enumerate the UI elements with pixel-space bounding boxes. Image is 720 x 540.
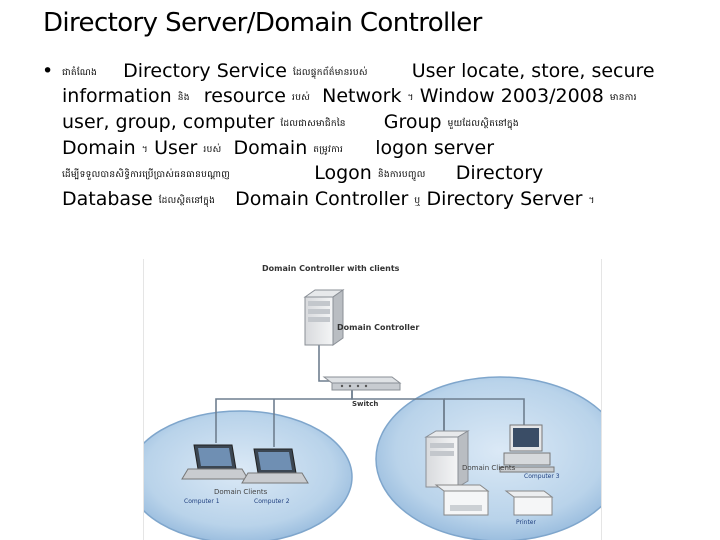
client-desktop-computer xyxy=(499,424,555,473)
label-computer-1: Computer 1 xyxy=(184,498,220,505)
laptop-computer-2 xyxy=(241,448,309,484)
term-directory-service: Directory Service xyxy=(123,60,287,82)
term-user-locate: User locate, store, secure xyxy=(411,60,655,82)
client-tower-computer xyxy=(424,430,470,488)
domain-controller-server xyxy=(303,289,345,346)
khmer-text: របស់ xyxy=(292,93,311,103)
khmer-text: និងការបញ្ចូល xyxy=(377,170,426,180)
khmer-punct: ។ xyxy=(588,196,595,206)
slide-title: Directory Server/Domain Controller xyxy=(43,8,482,38)
bullet-marker: • xyxy=(42,60,54,82)
khmer-text: ដែលផ្ទុកព័ត៌មានរបស់ xyxy=(292,68,368,78)
term-domain: Domain xyxy=(62,137,136,159)
khmer-text: ជាតំណែង xyxy=(62,68,98,78)
label-switch: Switch xyxy=(352,400,379,408)
fax-device xyxy=(504,490,554,516)
text-line-1: ជាតំណែង Directory Service ដែលផ្ទុកព័ត៌មា… xyxy=(62,60,655,82)
khmer-text: ដែលជាសមាជិកនៃ xyxy=(280,119,346,129)
label-domain-controller: Domain Controller xyxy=(337,323,420,332)
term-database: Database xyxy=(62,188,153,210)
term-domain-controller: Domain Controller xyxy=(235,188,409,210)
khmer-text: ដើម្បីទទួលបានសិទ្ធិ​ការប្រើប្រាស់​ធនធានប… xyxy=(62,170,231,180)
khmer-text: របស់ xyxy=(203,145,222,155)
khmer-text: តម្រូវការ xyxy=(313,145,344,155)
label-computer-3: Computer 3 xyxy=(524,473,560,480)
printer-device xyxy=(434,484,490,516)
term-directory: Directory xyxy=(455,162,544,184)
khmer-text: មានការ xyxy=(609,93,637,103)
network-diagram: Domain Controller with clients Domain Co… xyxy=(143,259,602,540)
khmer-punct: ។ xyxy=(407,93,414,103)
term-user-group-computer: user, group, computer xyxy=(62,111,275,133)
khmer-text: និង xyxy=(177,93,190,103)
domain-ellipse-right xyxy=(375,376,601,540)
khmer-text: ឬ xyxy=(414,196,421,206)
term-user: User xyxy=(154,137,198,159)
khmer-punct: ។ xyxy=(141,145,149,155)
term-group: Group xyxy=(383,111,442,133)
term-resource: resource xyxy=(203,85,286,107)
text-line-2: information និង resource របស់ Network ។ … xyxy=(62,85,637,107)
term-information: information xyxy=(62,85,172,107)
term-logon-server: logon server xyxy=(375,137,495,159)
text-line-4: Domain ។ User របស់ Domain តម្រូវការ logo… xyxy=(62,137,494,159)
label-computer-2: Computer 2 xyxy=(254,498,290,505)
text-line-3: user, group, computer ដែលជាសមាជិកនៃ Grou… xyxy=(62,111,519,133)
switch-device xyxy=(322,376,402,391)
label-domain-clients-right: Domain Clients xyxy=(462,464,516,472)
network-diagram-art xyxy=(144,289,601,540)
term-network: Network xyxy=(322,85,402,107)
diagram-title: Domain Controller with clients xyxy=(262,264,400,273)
label-domain-clients-left: Domain Clients xyxy=(214,488,268,496)
term-window: Window 2003/2008 xyxy=(419,85,604,107)
label-printer: Printer xyxy=(516,519,536,526)
khmer-text: មួយដែលស្ថិតនៅក្នុង xyxy=(447,119,519,129)
text-line-5: ដើម្បីទទួលបានសិទ្ធិ​ការប្រើប្រាស់​ធនធានប… xyxy=(62,162,543,184)
khmer-text: ដែលស្ថិតនៅក្នុង xyxy=(158,196,216,206)
term-domain-2: Domain xyxy=(233,137,308,159)
term-logon: Logon xyxy=(314,162,372,184)
text-line-6: Database ដែលស្ថិតនៅក្នុង Domain Controll… xyxy=(62,188,595,210)
term-directory-server: Directory Server xyxy=(426,188,583,210)
